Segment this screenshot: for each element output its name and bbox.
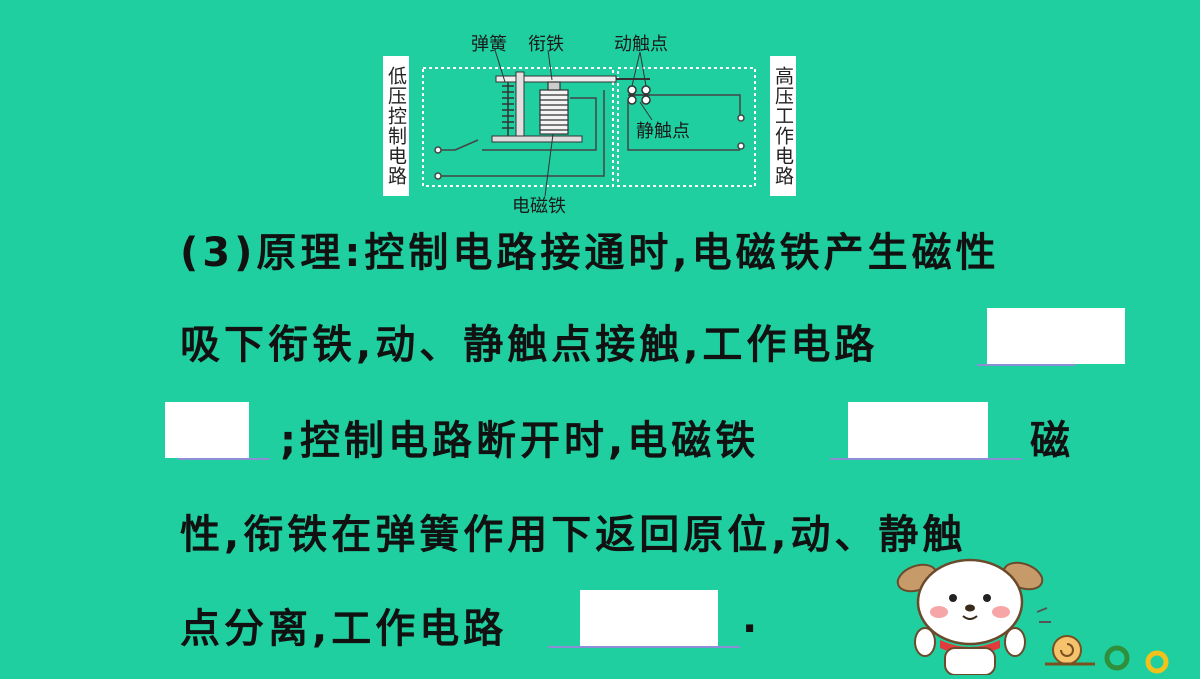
relay-circuit-drawing [422,49,756,197]
text-line-1: (3)原理:控制电路接通时,电磁铁产生磁性 [180,230,1000,276]
answer-underline-1a [977,364,1075,366]
electromagnet-label: 电磁铁 [512,196,566,217]
text-line-3b: 磁 [1030,418,1074,464]
static-contact-label: 静触点 [636,121,690,142]
control-wiring [434,90,605,180]
text-line-3a: ;控制电路断开时,电磁铁 [280,418,760,464]
spring [502,80,514,136]
work-wiring [627,94,745,151]
relay-diagram: 低压控制电路 高压工作电路 弹簧 衔铁 动触点 静触点 电磁铁 [0,0,1200,217]
answer-blank-1a[interactable] [987,308,1125,364]
contacts [627,85,651,105]
answer-blank-1b[interactable] [165,402,249,458]
text-line-5b: . [742,596,762,642]
cartoon-dog-illustration [895,550,1200,676]
work-circuit-label: 高压工作电路 [770,56,796,196]
text-line-5a: 点分离,工作电路 [180,606,508,652]
electromagnet [539,81,569,135]
control-circuit-label: 低压控制电路 [383,56,409,196]
armature [495,75,617,83]
snail-icon [1045,635,1095,666]
text-line-4: 性,衔铁在弹簧作用下返回原位,动、静触 [180,512,967,558]
work-circuit-box [617,67,756,187]
spring-label: 弹簧 [471,34,507,55]
answer-underline-3 [548,646,740,648]
answer-underline-2 [830,458,1022,460]
leader-lines [494,49,653,197]
moving-contact-label: 动触点 [614,34,668,55]
ring-decoration-icons [1104,645,1169,674]
text-line-2: 吸下衔铁,动、静触点接触,工作电路 [180,322,879,368]
relay-base [491,135,583,143]
answer-underline-1b [178,458,270,460]
answer-blank-2[interactable] [848,402,988,458]
control-circuit-box [422,67,614,187]
answer-blank-3[interactable] [580,590,718,646]
armature-label: 衔铁 [528,34,564,55]
